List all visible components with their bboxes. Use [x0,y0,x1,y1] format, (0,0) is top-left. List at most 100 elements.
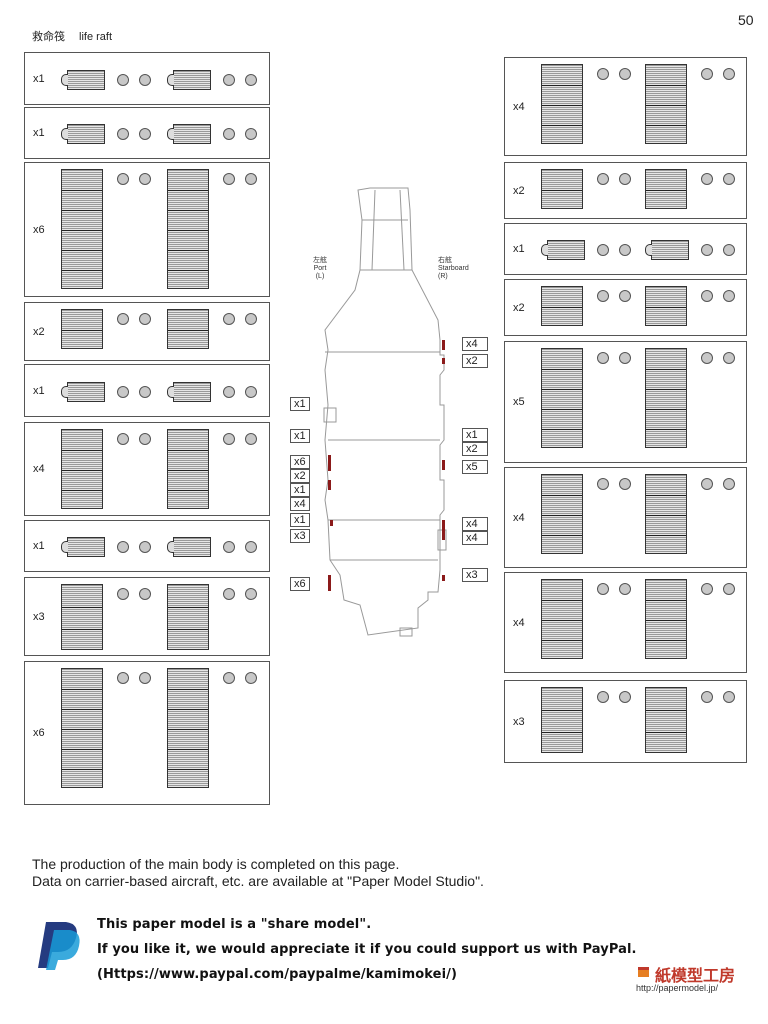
raft-circle [619,173,631,185]
raft-part [541,348,583,448]
right-raft-box: x1 [504,223,747,275]
raft-part [61,169,103,289]
raft-part [645,240,689,260]
raft-circle [619,478,631,490]
raft-part [61,124,105,144]
raft-quantity: x2 [513,301,525,314]
raft-circle [139,588,151,600]
raft-circle [597,583,609,595]
raft-circle [245,672,257,684]
raft-circle [223,73,235,86]
port-callout: x6 [290,455,310,469]
raft-part [541,687,583,753]
raft-circle [245,313,257,325]
raft-part [645,579,687,659]
raft-circle [723,352,735,364]
raft-quantity: x1 [33,127,45,139]
left-raft-box: x4 [24,422,270,516]
raft-circle [117,313,129,325]
raft-circle [223,173,235,185]
raft-circle [223,588,235,600]
raft-quantity: x1 [33,540,45,552]
raft-circle [117,173,129,185]
raft-circle [723,290,735,302]
raft-quantity: x2 [513,184,525,197]
port-callout: x4 [290,497,310,511]
raft-circle [597,244,609,256]
raft-quantity: x3 [513,715,525,728]
raft-part [167,124,211,144]
raft-part [61,668,103,788]
raft-circle [223,541,235,553]
raft-circle [723,68,735,80]
raft-circle [701,173,713,185]
left-raft-box: x1 [24,107,270,159]
raft-circle [619,691,631,703]
raft-quantity: x4 [513,100,525,113]
raft-part [645,687,687,753]
raft-circle [139,73,151,86]
right-raft-box: x4 [504,572,747,673]
raft-circle [139,313,151,325]
papermodel-url[interactable]: http://papermodel.jp/ [636,983,719,993]
right-raft-box: x2 [504,279,747,336]
starboard-callout: x4 [462,517,488,531]
raft-circle [117,385,129,398]
raft-circle [597,173,609,185]
raft-quantity: x2 [33,325,45,338]
raft-circle [245,541,257,553]
raft-circle [245,588,257,600]
footer-note: The production of the main body is compl… [32,856,484,890]
raft-part [645,348,687,448]
raft-circle [117,433,129,445]
raft-quantity: x4 [513,511,525,524]
raft-part [61,537,105,557]
raft-circle [701,244,713,256]
raft-circle [139,385,151,398]
raft-circle [139,128,151,140]
papermodel-logo-icon [638,967,649,977]
raft-part [167,537,211,557]
raft-circle [245,128,257,140]
raft-circle [117,73,129,86]
raft-circle [597,68,609,80]
paypal-line-3[interactable]: (Https://www.paypal.com/paypalme/kamimok… [97,967,458,982]
starboard-callout: x1 [462,428,488,442]
raft-circle [701,352,713,364]
paypal-message: This paper model is a "share model". If … [97,912,637,987]
left-raft-box: x6 [24,162,270,297]
raft-quantity: x1 [33,384,45,397]
raft-part [61,381,105,402]
starboard-en: Starboard [438,265,469,272]
raft-circle [117,128,129,140]
right-raft-box: x5 [504,341,747,463]
raft-quantity: x1 [513,243,525,255]
right-raft-box: x4 [504,467,747,568]
raft-circle [723,244,735,256]
raft-circle [139,433,151,445]
raft-circle [245,73,257,86]
left-raft-box: x3 [24,577,270,656]
raft-part [541,474,583,554]
raft-circle [117,541,129,553]
raft-part [645,474,687,554]
raft-part [645,169,687,209]
raft-circle [701,478,713,490]
starboard-label: 右舷 Starboard (R) [438,257,482,281]
raft-part [167,309,209,349]
raft-part [645,64,687,144]
port-callout: x1 [290,397,310,411]
ship-hull-diagram [323,187,447,637]
left-raft-box: x6 [24,661,270,805]
raft-circle [619,244,631,256]
port-callout: x6 [290,577,310,591]
left-raft-box: x2 [24,302,270,361]
page-number: 50 [738,12,754,28]
raft-circle [245,433,257,445]
paypal-line-2: If you like it, we would appreciate it i… [97,942,637,957]
raft-circle [597,478,609,490]
raft-quantity: x4 [33,463,45,475]
raft-circle [245,385,257,398]
raft-circle [701,583,713,595]
